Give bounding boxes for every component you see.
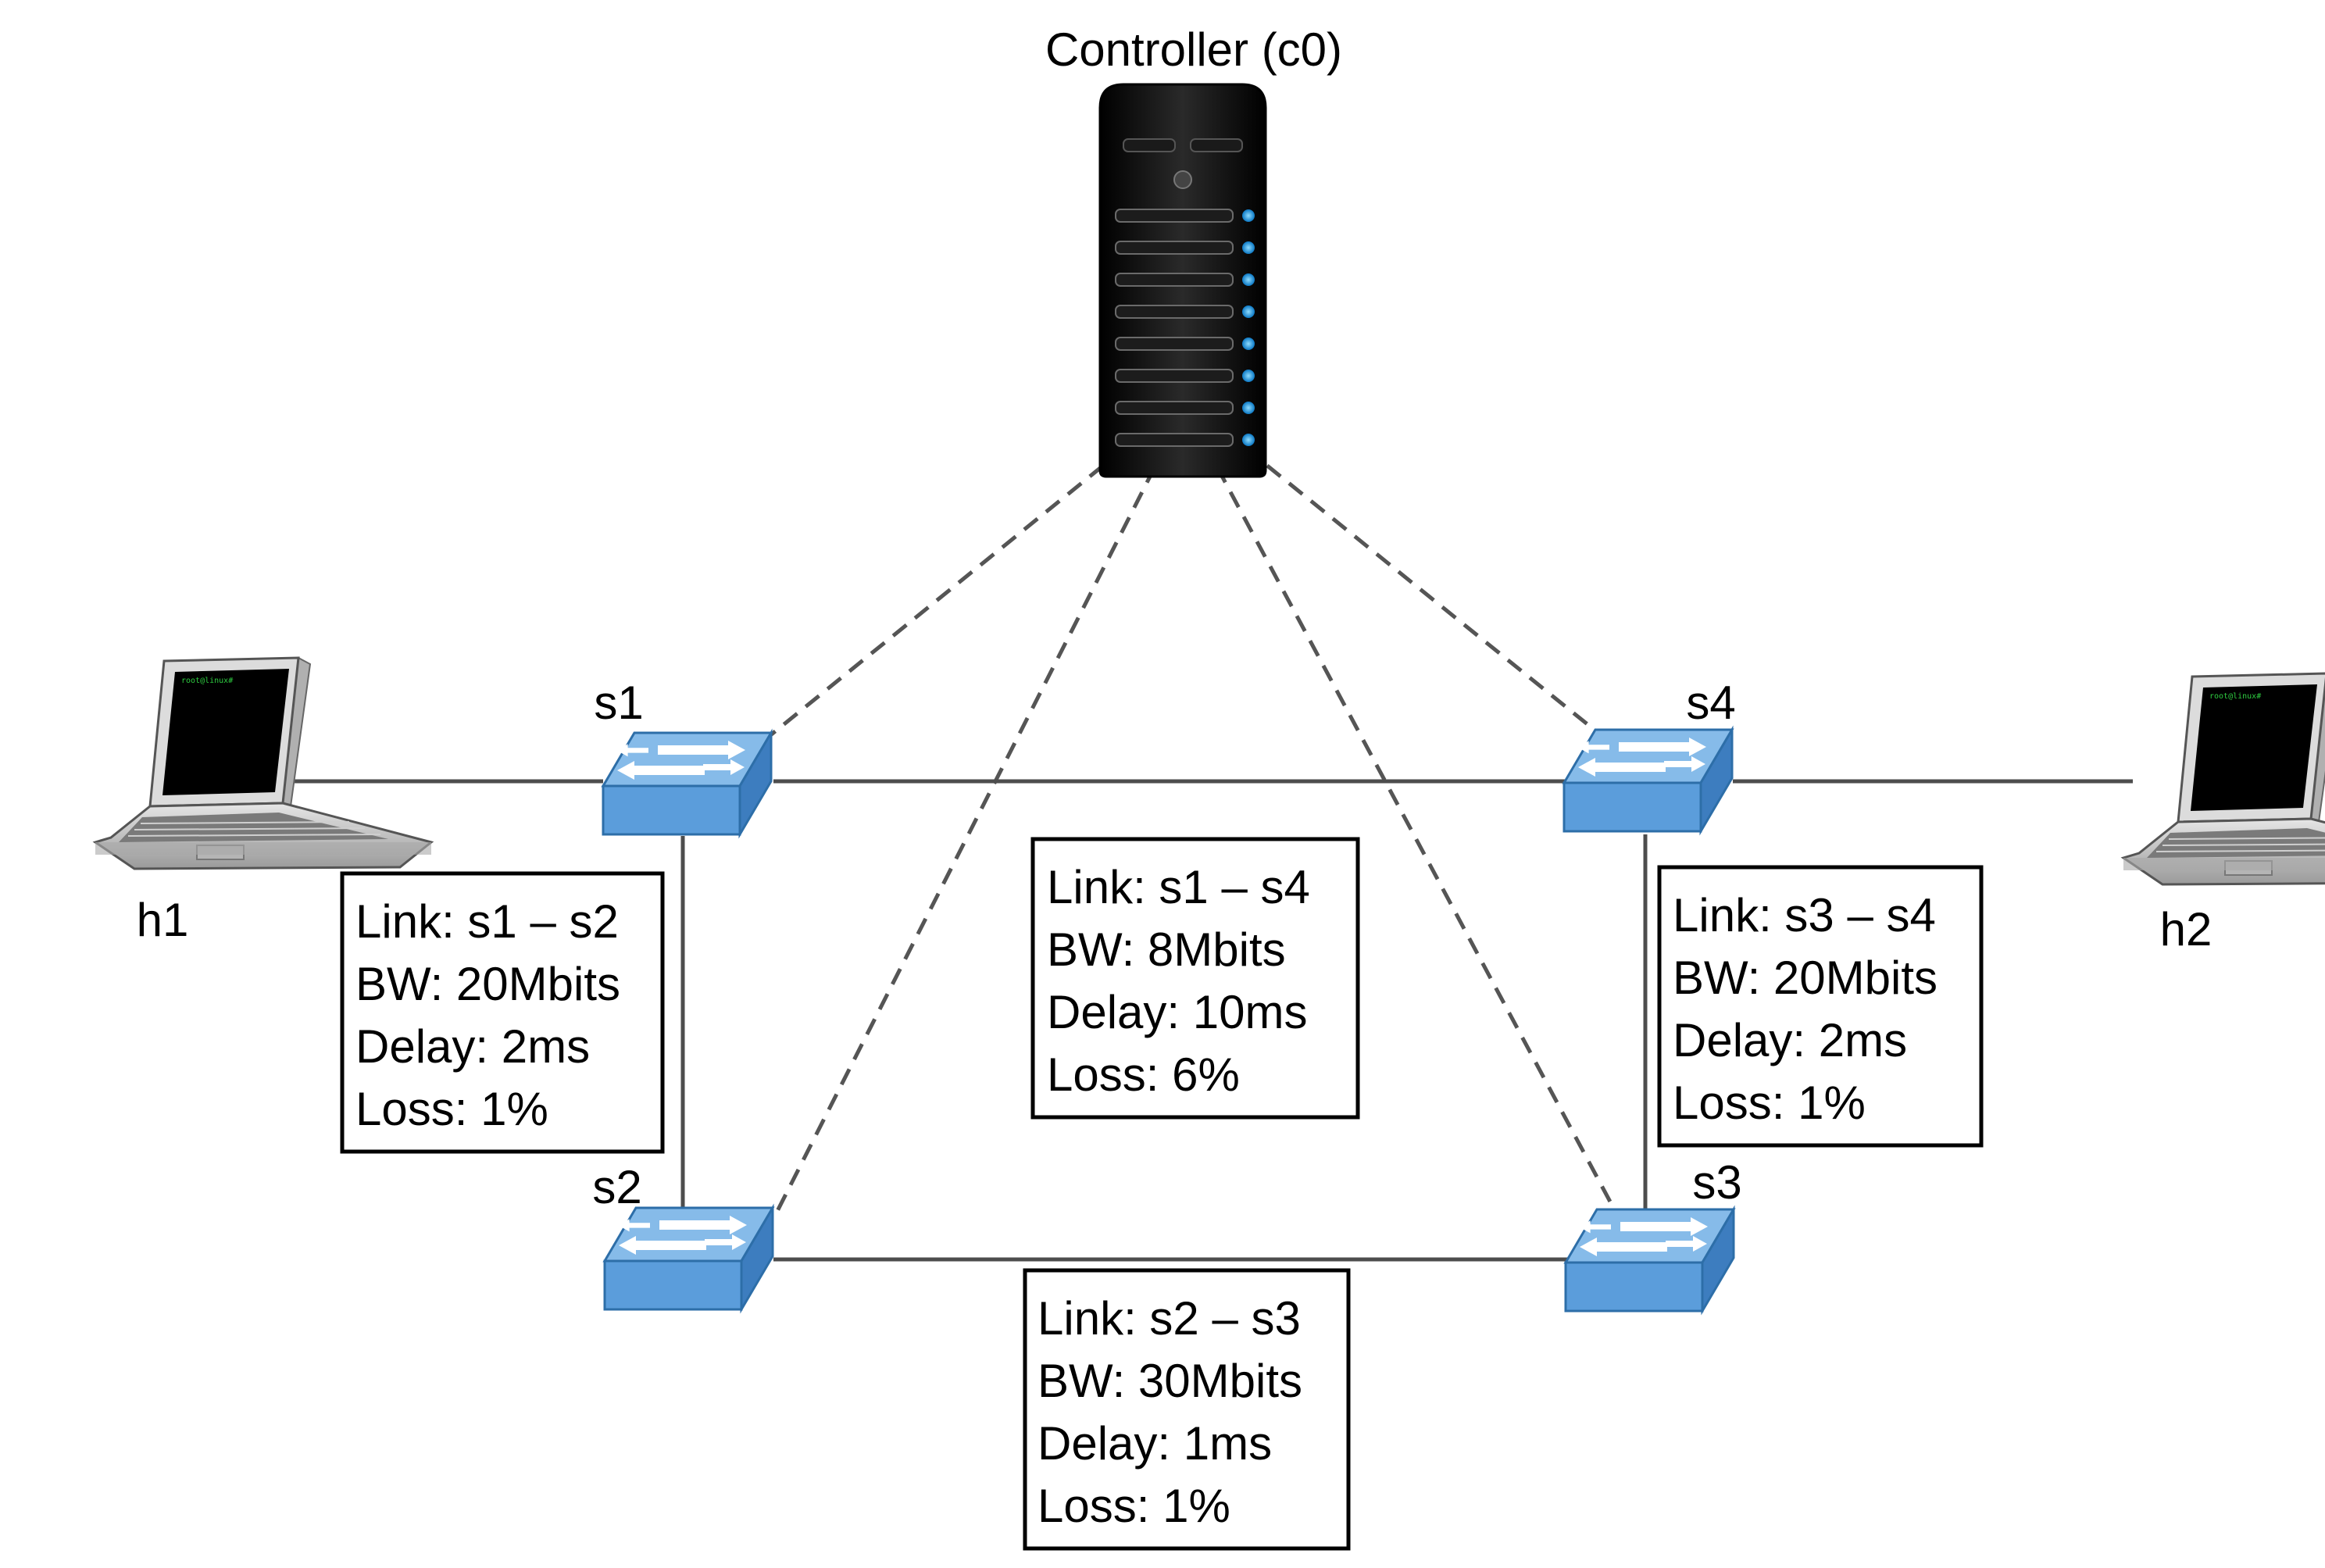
switch-label-s4: s4 [1686,677,1735,729]
switch-icon [603,1206,774,1311]
server-tower-icon [1098,83,1267,478]
switch-icon [1564,1208,1735,1313]
switch-s1: s1 [594,677,773,836]
info-box [1023,1268,1351,1551]
host-label-h2: h2 [2160,903,2212,955]
switch-s4: s4 [1562,677,1736,833]
info-bw: BW: 20Mbits [355,958,620,1010]
info-bw: BW: 20Mbits [1673,952,1938,1004]
info-delay: Delay: 10ms [1047,986,1307,1038]
info-delay: Delay: 2ms [355,1020,590,1073]
link-info-s3-s4: Link: s3 – s4 BW: 20Mbits Delay: 2ms Los… [1657,865,1984,1148]
control-link-c0-s1 [768,464,1105,738]
host-h1: h1 [94,656,433,946]
switch-icon [602,731,773,836]
switch-s2: s2 [592,1161,774,1311]
info-loss: Loss: 1% [1038,1480,1230,1532]
info-box [1030,837,1360,1120]
controller-label: Controller (c0) [1045,23,1342,76]
info-delay: Delay: 1ms [1038,1417,1272,1470]
info-bw: BW: 8Mbits [1047,923,1286,976]
controller-c0: Controller (c0) [1045,23,1342,478]
switch-label-s3: s3 [1692,1156,1741,1209]
info-delay: Delay: 2ms [1673,1014,1907,1066]
info-loss: Loss: 6% [1047,1048,1240,1101]
link-info-s2-s3: Link: s2 – s3 BW: 30Mbits Delay: 1ms Los… [1023,1268,1351,1551]
switch-icon [1562,728,1734,833]
info-link: Link: s2 – s3 [1038,1292,1301,1345]
link-info-s1-s4: Link: s1 – s4 BW: 8Mbits Delay: 10ms Los… [1030,837,1360,1120]
host-label-h1: h1 [137,894,189,946]
control-link-c0-s4 [1266,464,1602,736]
link-info-s1-s2: Link: s1 – s2 BW: 20Mbits Delay: 2ms Los… [340,871,665,1154]
info-loss: Loss: 1% [1673,1077,1866,1129]
host-h2: h2 [2122,672,2325,955]
info-loss: Loss: 1% [355,1083,548,1135]
switch-s3: s3 [1564,1156,1742,1313]
info-link: Link: s1 – s4 [1047,861,1310,913]
switch-label-s2: s2 [592,1161,641,1213]
info-link: Link: s1 – s2 [355,895,619,948]
switch-label-s1: s1 [594,677,643,729]
info-box [1657,865,1984,1148]
laptop-icon [2122,672,2325,886]
laptop-icon [94,656,433,870]
info-box [340,871,665,1154]
info-bw: BW: 30Mbits [1038,1355,1302,1407]
info-link: Link: s3 – s4 [1673,889,1936,941]
